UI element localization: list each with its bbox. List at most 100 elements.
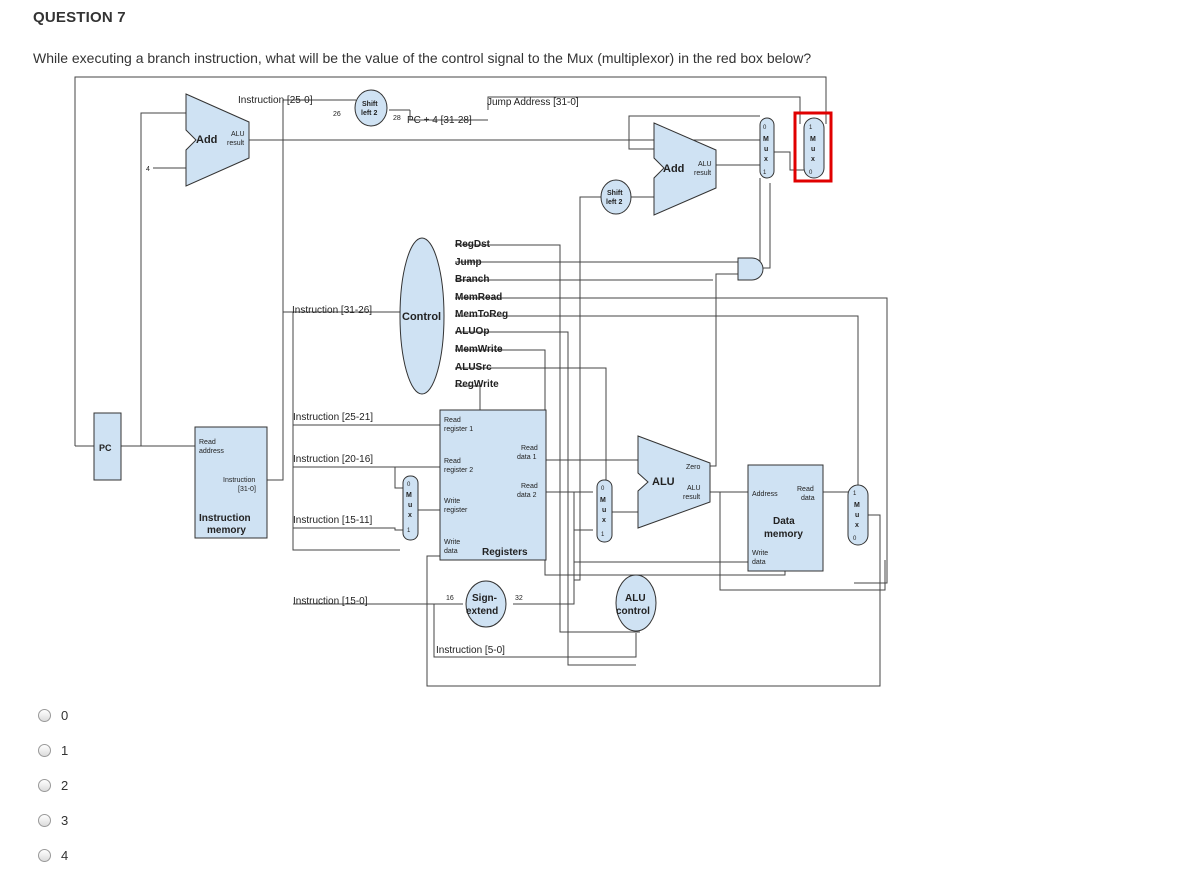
radio-2[interactable] [38, 778, 51, 792]
svg-text:u: u [602, 507, 606, 514]
wr-a: Write [444, 498, 460, 505]
radio-1[interactable] [38, 743, 51, 757]
result-label-1: result [227, 140, 244, 147]
bits32-label: 32 [515, 595, 523, 602]
branch-mux: 0 M u x 1 [759, 117, 775, 179]
option-1[interactable]: 1 [38, 740, 68, 760]
im-instr-a: Instruction [223, 477, 255, 484]
svg-text:1: 1 [853, 491, 857, 497]
radio-3[interactable] [38, 813, 51, 827]
regdst-label: RegDst [455, 239, 491, 250]
zero-label: Zero [686, 464, 701, 471]
dm-title-b: memory [764, 529, 803, 540]
svg-text:0: 0 [601, 486, 605, 492]
option-2-label: 2 [61, 777, 69, 793]
rd1-b: data 1 [517, 454, 537, 461]
rd2-b: data 2 [517, 492, 537, 499]
bits28-label: 28 [393, 115, 401, 122]
wd-b: data [444, 548, 458, 555]
question-text: While executing a branch instruction, wh… [33, 50, 812, 66]
im-instr-b: [31-0] [238, 486, 256, 493]
option-4[interactable]: 4 [38, 845, 68, 865]
alu-result-label: result [683, 494, 700, 501]
branch-label: Branch [455, 274, 489, 285]
svg-text:u: u [764, 146, 768, 153]
main-alu: Zero ALU ALU result [637, 435, 711, 529]
im-title-a: Instruction [199, 513, 251, 524]
shift-left-2-text-b: left 2 [361, 110, 377, 117]
instr-31-26-label: Instruction [31-26] [292, 305, 372, 316]
option-4-label: 4 [61, 847, 69, 863]
wd-a: Write [444, 539, 460, 546]
im-read-b: address [199, 448, 224, 455]
svg-text:0: 0 [407, 482, 411, 488]
svg-text:M: M [600, 497, 606, 504]
instr-20-16-label: Instruction [20-16] [293, 454, 373, 465]
rr2-a: Read [444, 458, 461, 465]
and-gate [737, 257, 764, 281]
svg-text:0: 0 [763, 125, 767, 131]
aluc-a: ALU [625, 593, 646, 604]
registers-label: Registers [482, 547, 528, 558]
control-signals: RegDst Jump Branch MemRead MemToReg ALUO… [455, 239, 508, 390]
dm-write-b: data [752, 559, 766, 566]
regdst-mux: 0 M u x 1 [402, 475, 419, 541]
sign-b: extend [466, 606, 498, 617]
memwrite-label: MemWrite [455, 344, 503, 355]
sign-extend [465, 580, 507, 628]
register-file [439, 409, 547, 561]
instr-15-11-label: Instruction [15-11] [293, 515, 373, 526]
svg-text:u: u [855, 512, 859, 519]
rd2-a: Read [521, 483, 538, 490]
option-2[interactable]: 2 [38, 775, 68, 795]
dm-write-a: Write [752, 550, 768, 557]
alu-main-sm: ALU [687, 485, 701, 492]
svg-text:x: x [811, 156, 815, 163]
bits16-label: 16 [446, 595, 454, 602]
data-memory [747, 464, 824, 572]
instr-25-21-label: Instruction [25-21] [293, 412, 373, 423]
svg-text:M: M [810, 136, 816, 143]
pc-register [93, 412, 122, 481]
shift-left-2-mid-b: left 2 [606, 199, 622, 206]
dm-read-a: Read [797, 486, 814, 493]
dm-address: Address [752, 491, 778, 498]
option-3-label: 3 [61, 812, 69, 828]
branch-adder: Add ALU result [653, 122, 717, 216]
jump-mux: 1 M u x 0 [803, 117, 825, 179]
control-label: Control [402, 311, 441, 323]
rr1-a: Read [444, 417, 461, 424]
svg-text:1: 1 [809, 125, 813, 131]
add-label-2: Add [663, 163, 684, 175]
control-unit [399, 237, 445, 395]
radio-0[interactable] [38, 708, 51, 722]
option-0[interactable]: 0 [38, 705, 68, 725]
instruction-memory [194, 426, 268, 539]
add-label: Add [196, 134, 217, 146]
radio-4[interactable] [38, 848, 51, 862]
svg-text:0: 0 [809, 170, 813, 176]
svg-text:M: M [763, 136, 769, 143]
rr2-b: register 2 [444, 467, 473, 474]
svg-text:x: x [764, 156, 768, 163]
shift-left-2-mid [600, 179, 632, 215]
option-1-label: 1 [61, 742, 69, 758]
alusrc-mux: 0 M u x 1 [596, 479, 613, 543]
question-title: QUESTION 7 [33, 9, 126, 26]
result-label-2: result [694, 170, 711, 177]
regwrite-label: RegWrite [455, 379, 499, 390]
instr-15-0-label: Instruction [15-0] [293, 596, 368, 607]
bits26-label: 26 [333, 111, 341, 118]
svg-text:x: x [408, 512, 412, 519]
wr-b: register [444, 507, 468, 514]
alu-label-2: ALU [698, 161, 712, 168]
option-3[interactable]: 3 [38, 810, 68, 830]
svg-text:u: u [811, 146, 815, 153]
option-0-label: 0 [61, 707, 69, 723]
rr1-b: register 1 [444, 426, 473, 433]
pc-label: PC [99, 443, 112, 453]
instr-25-0-label: Instruction [25-0] [238, 95, 313, 106]
svg-text:M: M [406, 492, 412, 499]
svg-text:x: x [855, 522, 859, 529]
